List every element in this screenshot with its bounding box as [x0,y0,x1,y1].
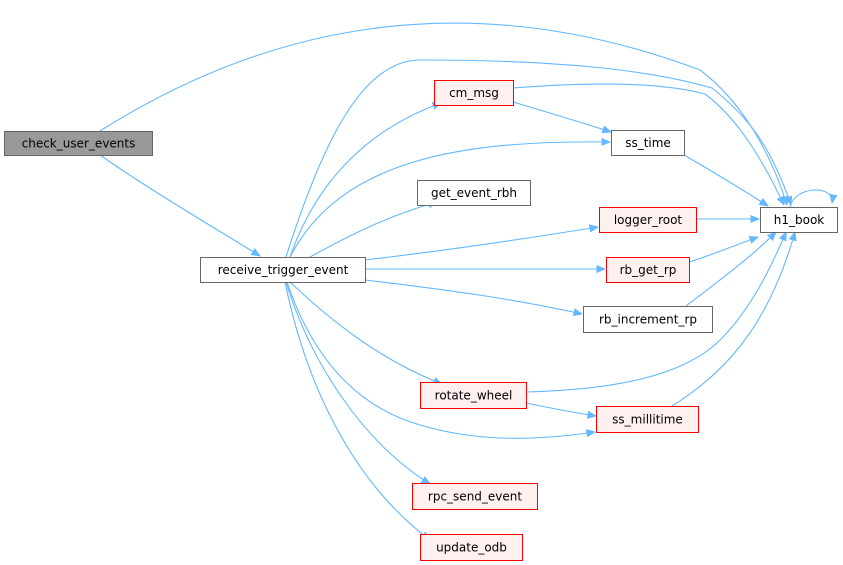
edge-check-user-events-to-receive-trigger-event [99,154,260,256]
node-logger-root[interactable]: logger_root [599,207,697,233]
edge-cm-msg-to-h1-book [512,83,785,205]
node-label: rb_increment_rp [599,313,697,327]
edge-rotate-wheel-to-ss-millitime [525,402,596,416]
node-box [412,483,538,510]
node-box [611,130,685,156]
node-rb-get-rp[interactable]: rb_get_rp [606,257,690,283]
node-ss-millitime[interactable]: ss_millitime [596,406,699,433]
edge-ss-millitime-to-h1-book [671,232,795,407]
node-label: update_odb [436,541,507,555]
node-box [420,382,527,409]
node-label: receive_trigger_event [218,263,349,277]
node-label: get_event_rbh [431,186,517,200]
node-box [596,406,699,433]
node-cm-msg[interactable]: cm_msg [434,80,514,106]
node-check-user-events: check_user_events [4,131,153,156]
node-receive-trigger-event[interactable]: receive_trigger_event [200,257,366,283]
node-label: logger_root [614,213,683,227]
nodes-layer: check_user_events receive_trigger_event cm… [4,80,838,561]
node-box [760,207,838,233]
node-get-event-rbh[interactable]: get_event_rbh [417,180,531,206]
node-label: rotate_wheel [435,389,513,403]
node-rb-increment-rp[interactable]: rb_increment_rp [583,306,713,333]
edge-rb-increment-rp-to-h1-book [685,232,776,307]
edge-receive-trigger-event-to-rotate-wheel [289,281,442,384]
edge-rb-get-rp-to-h1-book [688,237,758,263]
node-label: rb_get_rp [620,263,677,277]
edge-receive-trigger-event-to-ss-time [289,142,610,258]
edge-ss-time-to-h1-book [683,154,768,206]
edge-cm-msg-to-ss-time [512,101,611,132]
edge-receive-trigger-event-to-ss-millitime [286,281,595,439]
node-label: rpc_send_event [428,490,522,504]
node-box [606,257,690,283]
node-label: h1_book [774,213,825,227]
node-box [583,306,713,333]
edge-receive-trigger-event-to-rb-increment-rp [364,279,582,314]
node-update-odb[interactable]: update_odb [420,534,523,561]
edge-rotate-wheel-to-h1-book [525,232,787,393]
edge-receive-trigger-event-to-h1-book [285,59,791,258]
edge-receive-trigger-event-to-update-odb [284,281,430,540]
node-label: check_user_events [22,137,136,151]
node-rotate-wheel[interactable]: rotate_wheel [420,382,527,409]
node-label: ss_time [625,136,671,150]
node-box [599,207,697,233]
node-rpc-send-event[interactable]: rpc_send_event [412,483,538,510]
edge-receive-trigger-event-to-cm-msg [289,103,441,258]
node-label: ss_millitime [612,413,683,427]
node-box [200,257,366,283]
edge-h1-book-to-h1-book [789,189,832,208]
node-ss-time[interactable]: ss_time [611,130,685,156]
edge-receive-trigger-event-to-get-event-rbh [309,202,437,258]
edge-receive-trigger-event-to-rpc-send-event [285,281,430,484]
node-label: cm_msg [449,86,499,100]
node-box [417,180,531,206]
node-box [4,131,153,156]
node-box [420,534,523,561]
edges-layer [99,22,832,540]
edge-receive-trigger-event-to-logger-root [364,227,598,261]
node-box [434,80,514,106]
edge-check-user-events-to-h1-book [99,22,787,205]
node-h1-book[interactable]: h1_book [760,207,838,233]
